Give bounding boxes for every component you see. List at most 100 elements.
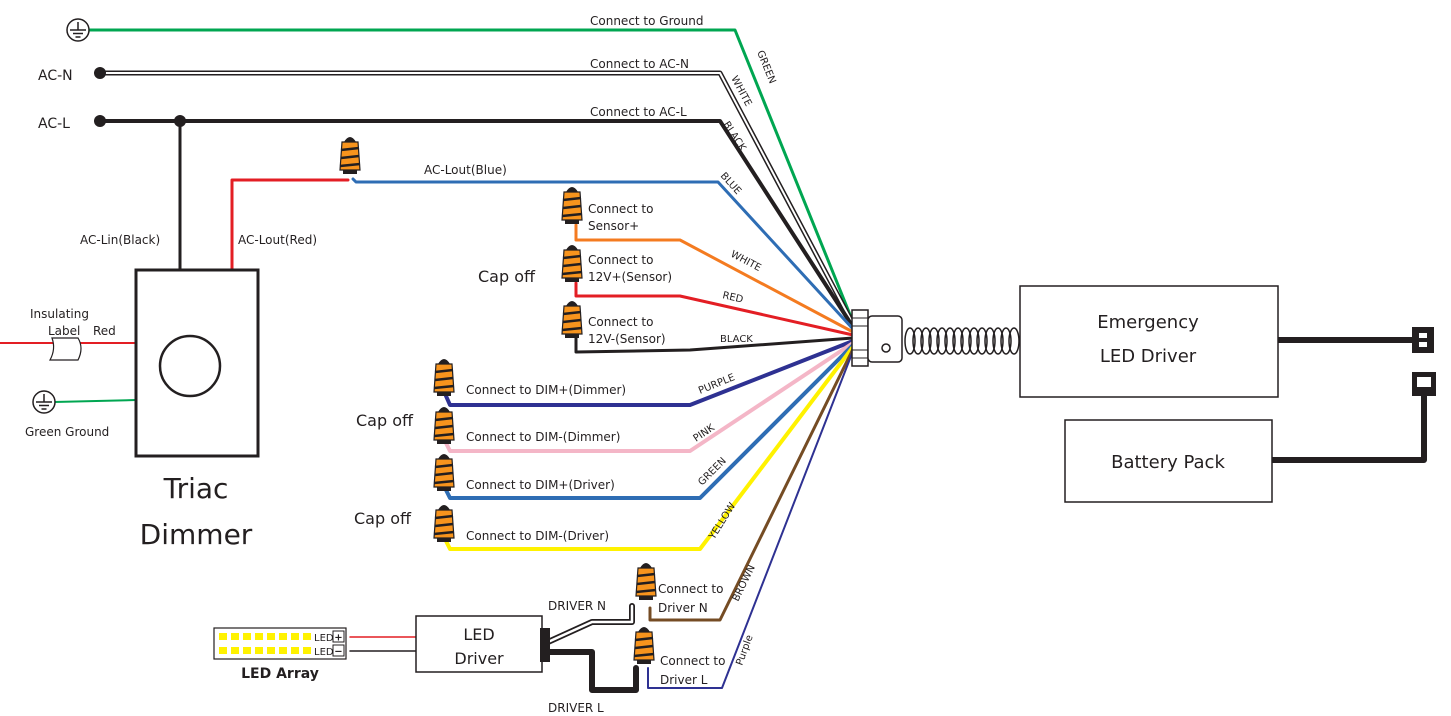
wire-ac-l-black [98, 119, 855, 329]
dimmer-lout-label: AC-Lout(Red) [238, 233, 317, 247]
sensor-cap-off: Cap off [478, 267, 536, 286]
battery-pack-box [1064, 419, 1273, 503]
triac-dimmer: AC-Lin(Black) AC-Lout(Red) Triac Dimmer … [25, 233, 317, 551]
dim-cap-off-1: Cap off [356, 411, 414, 430]
ground-dimmer-icon [32, 390, 56, 414]
wire-dim-plus-dimmer-purple [444, 339, 855, 407]
dimmer-lin-label: AC-Lin(Black) [80, 233, 160, 247]
label-yellow: YELLOW [707, 501, 739, 543]
led-array: LED LED + − LED Array [213, 627, 347, 682]
emergency-line2: LED Driver [1100, 346, 1197, 367]
junction-icon [174, 115, 186, 127]
led-plus-icon: + [334, 633, 342, 644]
dim-plus-dimmer-label: Connect to DIM+(Dimmer) [466, 383, 626, 397]
label-red: RED [721, 290, 744, 306]
wire-nut-icon [432, 452, 456, 493]
label-black-2: BLACK [720, 334, 753, 345]
ac-l-terminal-icon [94, 115, 106, 127]
insulating-label-line2: Label [48, 324, 80, 338]
wire-nut-icon [560, 185, 584, 226]
driver-n-label: DRIVER N [548, 599, 606, 613]
dimmer-name-line2: Dimmer [140, 518, 253, 551]
wire-nut-icon [432, 405, 456, 446]
led-driver-box [415, 615, 543, 673]
dim-plus-driver-label: Connect to DIM+(Driver) [466, 478, 615, 492]
wire-dimmer-lout-red [230, 178, 350, 272]
label-connect-ac-l: Connect to AC-L [590, 105, 687, 119]
led-minus-icon: − [334, 647, 342, 658]
v12-plus-label-1: Connect to [588, 253, 653, 267]
label-connect-ac-n: Connect to AC-N [590, 57, 689, 71]
wire-nut-icon [432, 357, 456, 398]
wire-nut-icon [632, 625, 656, 666]
wire-nut-icon [338, 135, 362, 176]
battery-pack-label: Battery Pack [1111, 452, 1225, 473]
wire-dim-plus-driver [444, 343, 855, 500]
wire-nut-icon [560, 299, 584, 340]
green-ground-label: Green Ground [25, 425, 109, 439]
wire-driver-n-brown [648, 347, 855, 622]
ac-l-label: AC-L [38, 116, 70, 132]
conn-driver-l-1: Connect to [660, 654, 725, 668]
wire-ground-green [76, 28, 855, 324]
label-brown: BROWN [731, 563, 758, 603]
wire-ac-lout-blue [351, 177, 855, 331]
emergency-line1: Emergency [1097, 312, 1199, 333]
label-connect-ground: Connect to Ground [590, 14, 703, 28]
wire-battery [1269, 391, 1427, 463]
v12-minus-label-1: Connect to [588, 315, 653, 329]
led-array-title: LED Array [241, 666, 319, 682]
led-driver-line2: Driver [454, 649, 504, 668]
ac-n-label: AC-N [38, 68, 73, 84]
terminals [32, 18, 186, 414]
led-plus-label: LED [314, 633, 334, 644]
plug-top-icon [1412, 327, 1434, 353]
fitting-body-icon [867, 315, 903, 363]
ground-top-icon [66, 18, 90, 42]
v12-plus-label-2: 12V+(Sensor) [588, 270, 672, 284]
wire-12v-minus-black [574, 336, 855, 354]
conn-driver-n-2: Driver N [658, 601, 708, 615]
wire-dim-minus-dimmer-pink [444, 341, 855, 453]
wire-dim-minus-driver-yellow [444, 345, 855, 551]
dim-cap-off-2: Cap off [354, 509, 412, 528]
sensor-plus-label-1: Connect to [588, 202, 653, 216]
wire-12v-plus-red [574, 281, 855, 337]
wire-nut-icon [634, 561, 658, 602]
label-black: BLACK [720, 120, 747, 154]
ac-n-terminal-icon [94, 67, 106, 79]
wire-sensor-plus [574, 223, 855, 334]
wire-driver-l-purple [647, 350, 854, 689]
led-minus-label: LED [314, 647, 334, 658]
label-white-2: WHITE [729, 249, 763, 274]
wire-nuts [338, 135, 658, 666]
wire-nut-icon [560, 243, 584, 284]
conduit-fitting [851, 309, 1020, 367]
wire-nut-icon [432, 503, 456, 544]
v12-minus-label-2: 12V-(Sensor) [588, 332, 666, 346]
insulating-label-icon [48, 337, 82, 361]
led-array-chips [219, 633, 311, 654]
dimmer-name-line1: Triac [163, 472, 229, 505]
label-ac-lout-blue: AC-Lout(Blue) [424, 163, 507, 177]
insulating-label-line1: Insulating [30, 307, 89, 321]
conn-driver-n-1: Connect to [658, 582, 723, 596]
dim-minus-dimmer-label: Connect to DIM-(Dimmer) [466, 430, 620, 444]
dim-minus-driver-label: Connect to DIM-(Driver) [466, 529, 609, 543]
dimmer-knob-icon [158, 334, 222, 398]
led-driver: LED Driver DRIVER N DRIVER L Connect to … [415, 582, 725, 715]
sensor-plus-label-2: Sensor+ [588, 219, 639, 233]
label-green: GREEN [754, 49, 777, 85]
driver-l-label: DRIVER L [548, 701, 604, 715]
conduit-coil-icon [904, 327, 1020, 355]
conn-driver-l-2: Driver L [660, 673, 708, 687]
led-driver-connector-icon [540, 628, 550, 662]
wire-led-driver-l [545, 649, 639, 693]
wire-dimmer-green-out [53, 399, 137, 403]
emergency-led-driver: Emergency LED Driver [1019, 285, 1436, 398]
emergency-driver-box [1019, 285, 1279, 398]
led-driver-line1: LED [463, 625, 494, 644]
battery-pack: Battery Pack [1064, 419, 1273, 503]
insulating-red-label: Red [93, 324, 116, 338]
